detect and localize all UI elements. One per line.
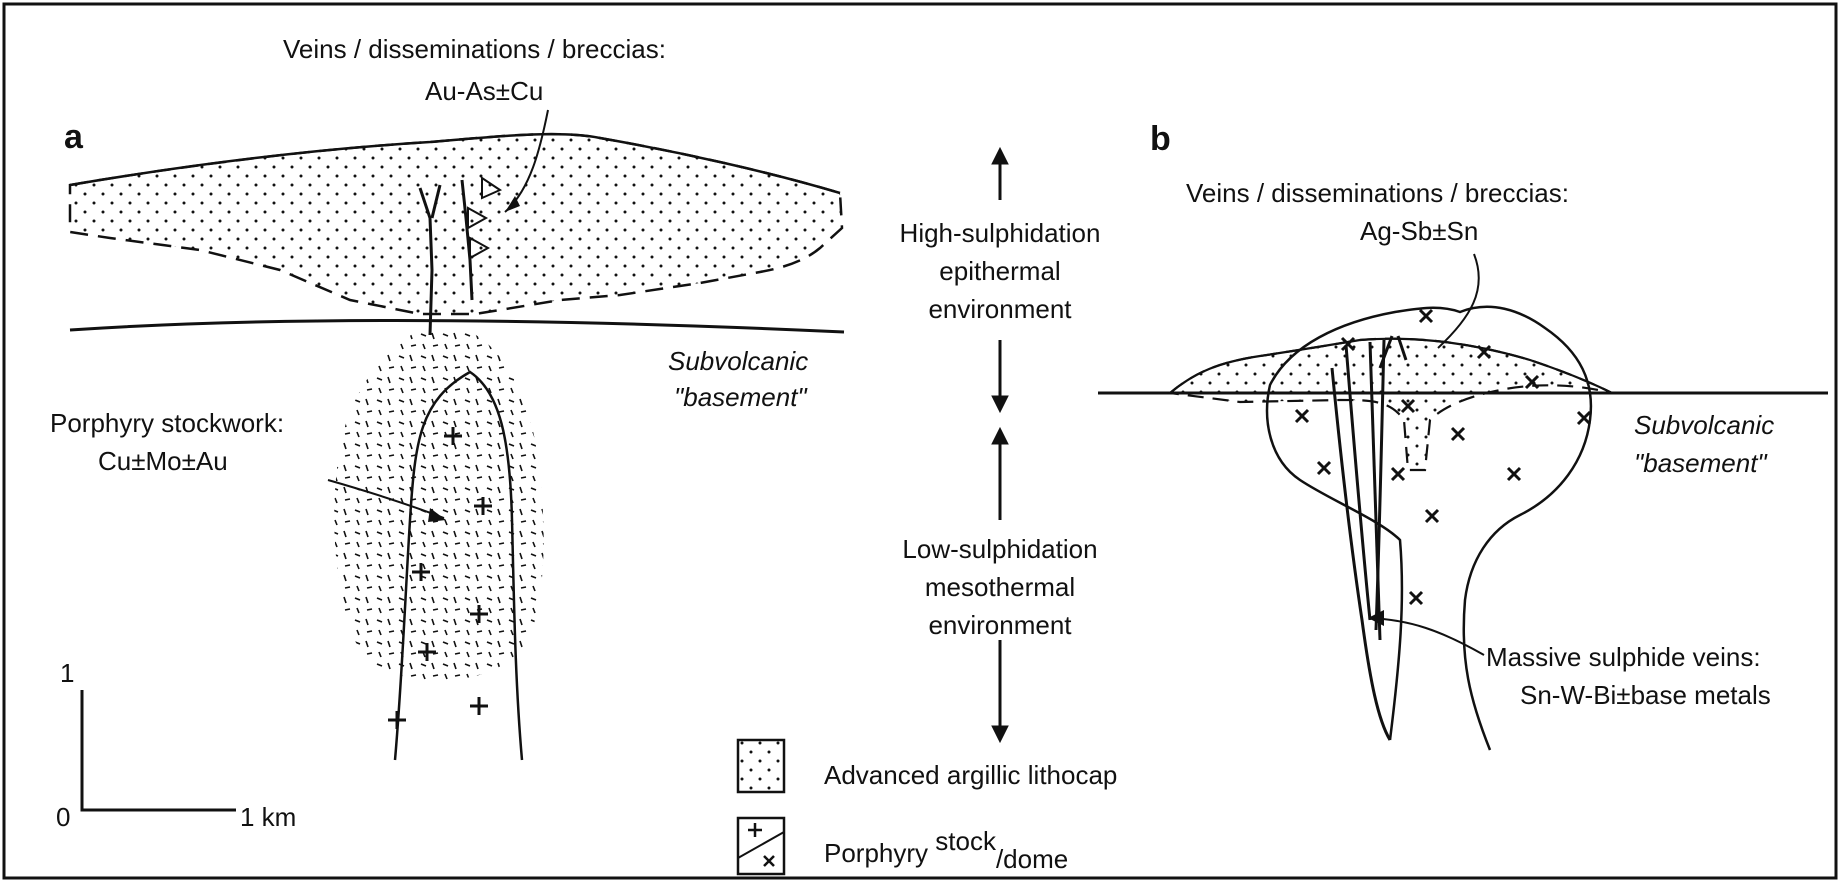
panel-a-vein-title: Veins / disseminations / breccias: — [283, 34, 666, 64]
low-env-line3: environment — [928, 610, 1072, 640]
panel-a-basement-line1: Subvolcanic — [668, 346, 808, 376]
panel-b-vein-metals: Ag-Sb±Sn — [1360, 216, 1478, 246]
high-sulphidation-label: High-sulphidation epithermal environment — [900, 218, 1101, 324]
legend-lithocap-swatch — [738, 740, 784, 792]
panel-b-massive-title: Massive sulphide veins: — [1486, 642, 1761, 672]
scale-bar-x-label: 1 km — [240, 802, 296, 832]
legend-porphyry-sub: /dome — [996, 844, 1068, 874]
legend: Advanced argillic lithocap Porphyry stoc… — [738, 740, 1117, 874]
panel-a-letter: a — [64, 118, 84, 156]
legend-lithocap-label: Advanced argillic lithocap — [824, 760, 1117, 790]
figure-frame — [4, 4, 1836, 878]
panel-a-stockwork-title: Porphyry stockwork: — [50, 408, 284, 438]
scale-bar-origin: 0 — [56, 802, 70, 832]
panel-b-massive-leader — [1370, 618, 1484, 655]
high-env-line3: environment — [928, 294, 1072, 324]
low-env-line1: Low-sulphidation — [902, 534, 1097, 564]
low-env-line2: mesothermal — [925, 572, 1075, 602]
panel-b-lithocap — [1170, 339, 1612, 470]
legend-porphyry-sup: stock — [935, 826, 997, 856]
panel-b-vein-leader — [1438, 254, 1479, 348]
legend-porphyry-main: Porphyry — [824, 838, 935, 868]
panel-a-basement-line2: "basement" — [674, 382, 808, 412]
scale-bar: 1 0 1 km — [56, 658, 296, 832]
panel-a-basement-contact — [70, 321, 844, 333]
panel-a-lithocap — [70, 134, 842, 314]
high-env-line2: epithermal — [939, 256, 1060, 286]
panel-b-massive-metals: Sn-W-Bi±base metals — [1520, 680, 1771, 710]
panel-b: b Veins / disseminations / breccias: Ag-… — [1098, 120, 1828, 750]
scale-bar-y-top: 1 — [60, 658, 74, 688]
scale-bar-axes — [82, 690, 236, 810]
legend-porphyry-swatch — [738, 818, 784, 874]
panel-b-vein-title: Veins / disseminations / breccias: — [1186, 178, 1569, 208]
low-sulphidation-label: Low-sulphidation mesothermal environment — [902, 534, 1097, 640]
high-env-line1: High-sulphidation — [900, 218, 1101, 248]
panel-b-basement-line2: "basement" — [1634, 448, 1768, 478]
panel-b-basement-line1: Subvolcanic — [1634, 410, 1774, 440]
panel-b-letter: b — [1150, 120, 1171, 158]
panel-a: a Veins / disseminations / breccias: Au-… — [50, 34, 844, 760]
panel-a-vein-metals: Au-As±Cu — [425, 76, 543, 106]
legend-porphyry-label: Porphyry stock/dome — [824, 826, 1068, 874]
panel-a-stockwork-metals: Cu±Mo±Au — [98, 446, 228, 476]
